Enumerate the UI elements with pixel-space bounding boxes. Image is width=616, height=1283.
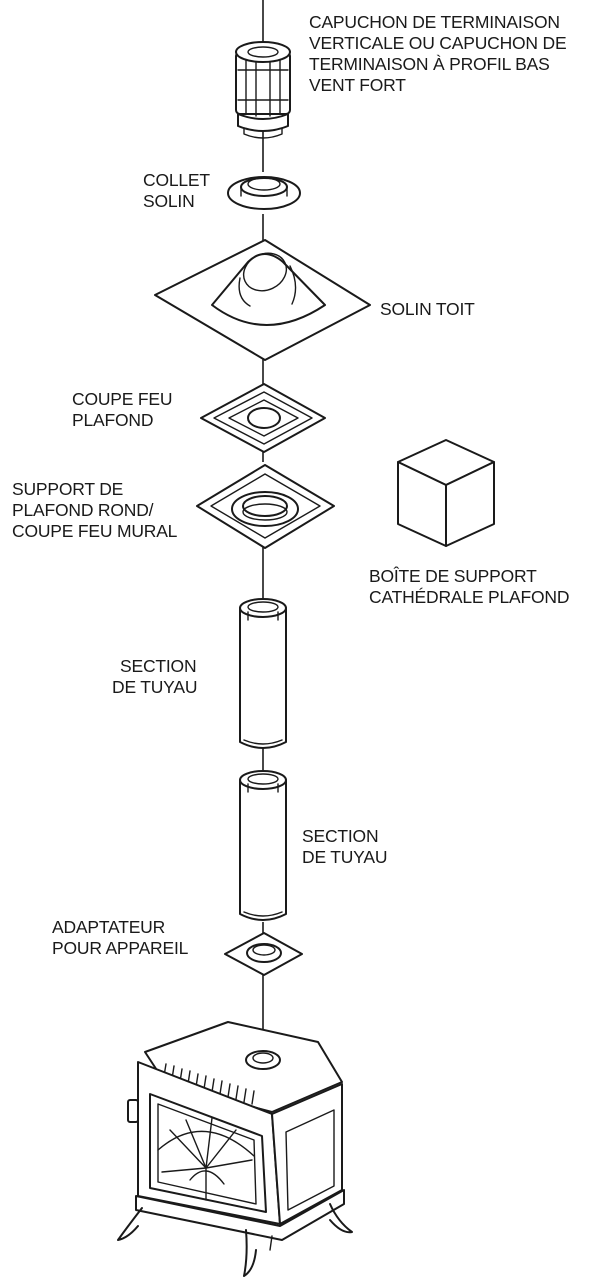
stove-appliance xyxy=(117,1021,353,1277)
terminal-cap-part xyxy=(235,41,291,139)
appliance-adapter-part xyxy=(224,932,303,976)
terminal-cap-label: CAPUCHON DE TERMINAISON VERTICALE OU CAP… xyxy=(309,12,567,95)
ceiling-firestop-label: COUPE FEU PLAFOND xyxy=(72,389,173,430)
cathedral-support-box-part xyxy=(397,439,495,547)
pipe-section-lower-label: SECTION DE TUYAU xyxy=(302,826,388,867)
round-ceiling-support-label: SUPPORT DE PLAFOND ROND/ COUPE FEU MURAL xyxy=(12,479,178,541)
pipe-section-lower-part xyxy=(239,770,287,921)
storm-collar-part xyxy=(227,176,301,210)
roof-flashing-label: SOLIN TOIT xyxy=(380,299,475,319)
storm-collar-label: COLLET SOLIN xyxy=(143,170,210,211)
round-ceiling-support-part xyxy=(196,464,335,549)
cathedral-support-box-label: BOÎTE DE SUPPORT CATHÉDRALE PLAFOND xyxy=(369,566,570,607)
pipe-section-upper-part xyxy=(239,598,287,749)
pipe-section-upper-label: SECTION DE TUYAU xyxy=(112,656,198,697)
appliance-adapter-label: ADAPTATEUR POUR APPAREIL xyxy=(52,917,189,958)
ceiling-firestop-part xyxy=(200,383,326,453)
roof-flashing-part xyxy=(154,239,371,361)
